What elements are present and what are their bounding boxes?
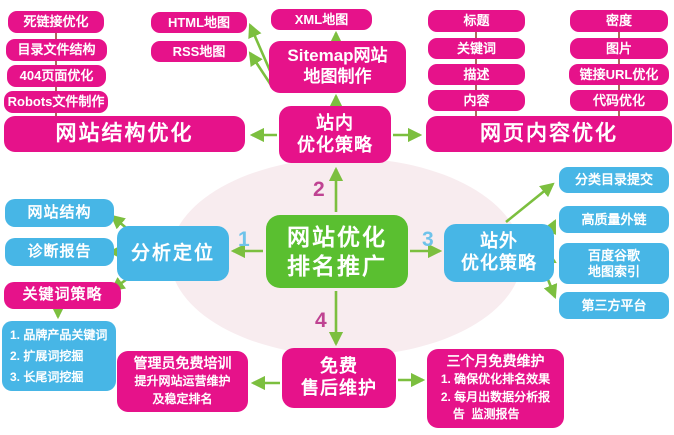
arrow-offsite-to-directory [505,182,555,224]
arrow-sitemap-to-html [248,23,273,74]
node-aftersale-hub: 免费 售后维护 [282,348,396,408]
node-page-content-optimization: 网页内容优化 [426,116,672,152]
node-onsite-strategy-hub: 站内 优化策略 [279,106,391,163]
branch-number-1: 1 [238,228,250,251]
node-rss-map: RSS地图 [151,41,247,62]
branch-number-4: 4 [315,309,327,332]
node-quality-backlinks: 高质量外链 [559,206,669,233]
node-keyword-strategy: 关键词策略 [4,282,121,309]
node-404-page: 404页面优化 [7,65,106,87]
node-admin-training: 管理员免费培训 提升网站运营维护 及稳定排名 [117,351,248,412]
node-density: 密度 [570,10,668,32]
node-keyword-detail-list: 1. 品牌产品关键词 2. 扩展词挖掘 3. 长尾词挖掘 [2,321,116,391]
node-images: 图片 [570,38,668,59]
node-html-map: HTML地图 [151,12,247,33]
node-xml-map: XML地图 [271,9,372,30]
node-description: 描述 [428,64,525,85]
branch-number-2: 2 [313,178,325,201]
node-link-url-optimization: 链接URL优化 [569,64,669,85]
node-third-party-platform: 第三方平台 [559,292,669,319]
node-dead-links: 死链接优化 [8,11,104,33]
node-site-structure-optimization: 网站结构优化 [4,116,245,152]
node-web-structure: 网站结构 [5,199,114,227]
node-code-optimization: 代码优化 [570,90,668,111]
node-robots-file: Robots文件制作 [4,91,108,113]
node-free-maintenance: 三个月免费维护 1. 确保优化排名效果 2. 每月出数据分析报 告 监测报告 [427,349,564,428]
node-center-topic: 网站优化 排名推广 [266,215,408,288]
node-sitemap-production: Sitemap网站 地图制作 [269,41,406,93]
node-directory-file-structure: 目录文件结构 [6,39,107,61]
branch-number-3: 3 [422,228,434,251]
node-directory-submission: 分类目录提交 [559,167,669,193]
node-offsite-strategy-hub: 站外 优化策略 [444,224,554,282]
node-keywords: 关键词 [428,38,525,59]
node-baidu-google-map-index: 百度谷歌 地图索引 [559,243,669,284]
node-title: 标题 [428,10,525,32]
arrow-sitemap-to-rss [248,51,273,86]
node-content: 内容 [428,90,525,111]
node-diagnosis-report: 诊断报告 [5,238,114,266]
node-analysis-hub: 分析定位 [117,226,229,281]
